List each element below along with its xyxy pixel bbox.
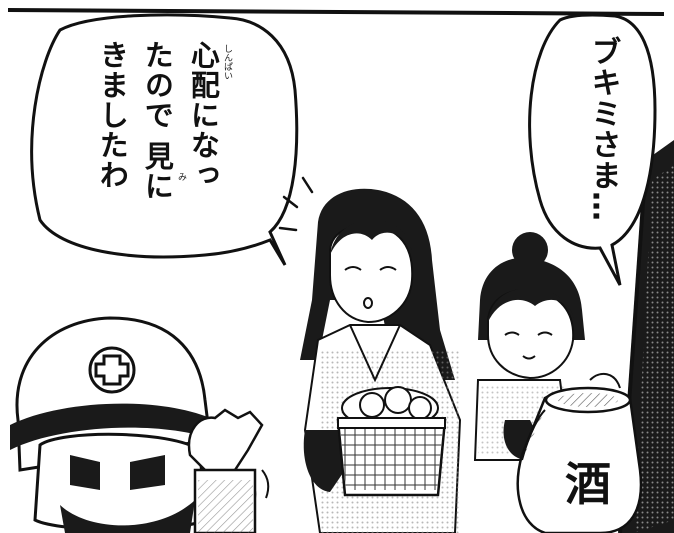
character-helmet [10, 316, 270, 533]
sake-jar [516, 372, 643, 533]
speech-bubble-right [528, 13, 657, 286]
panel-border [7, 8, 665, 16]
emphasis-lines [278, 176, 314, 232]
speech-text-left-line1: 心配になっ [186, 40, 221, 190]
speech-text-left-line2: たので 見に [140, 40, 175, 202]
speech-bubble-left [30, 13, 299, 266]
speech-text-left-line3: きましたわ [95, 40, 130, 190]
furigana-mi: み [176, 172, 186, 181]
jar-label: 酒 [565, 457, 611, 511]
furigana-shinpai: しんぱい [222, 44, 232, 80]
basket [336, 386, 447, 497]
speech-text-right: ブキミさま… [585, 36, 621, 222]
